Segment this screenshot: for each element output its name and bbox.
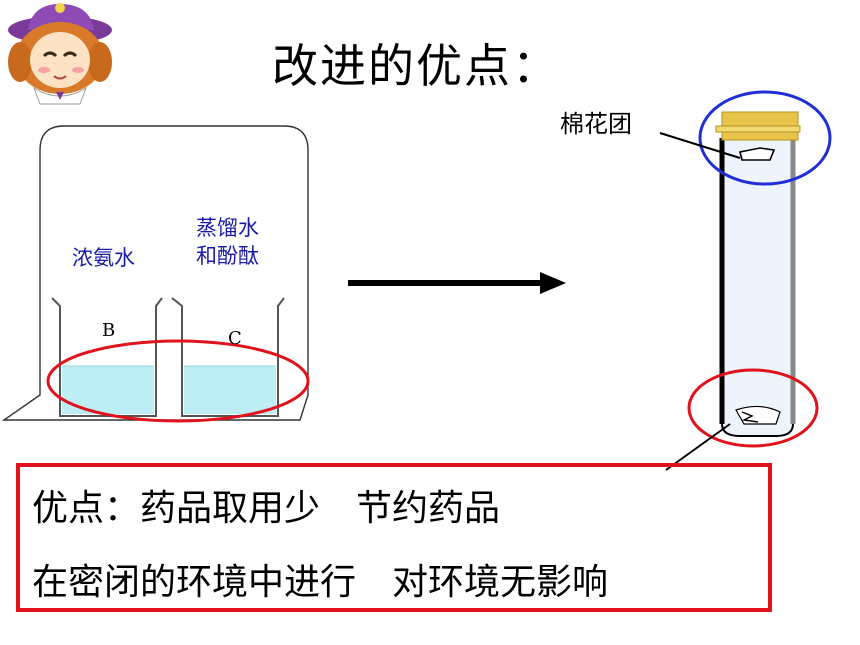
page-title: 改进的优点： (272, 39, 560, 93)
water-phenol-label-line2: 和酚酞 (196, 244, 259, 268)
ammonia-label: 浓氨水 (72, 246, 135, 270)
beaker-c-label: C (228, 328, 242, 349)
blue-highlight-ellipse (698, 90, 832, 186)
cotton-label: 棉花团 (560, 110, 632, 138)
cotton-pointer-line (659, 132, 741, 159)
bottom-liquid (735, 405, 781, 425)
beaker-c (171, 297, 285, 417)
test-tube (715, 111, 801, 437)
red-bottom-ellipse (687, 368, 819, 448)
water-phenol-label: 蒸馏水 和酚酞 (196, 214, 259, 270)
advantage-line-1: 优点：药品取用少 节约药品 (32, 488, 501, 529)
advantages-box: 优点：药品取用少 节约药品 在密闭的环境中进行 对环境无影响 (16, 463, 772, 612)
bottom-pointer-line (665, 423, 731, 471)
water-phenol-label-line1: 蒸馏水 (196, 216, 259, 240)
bell-jar (1, 125, 309, 421)
advantage-line-2: 在密闭的环境中进行 对环境无影响 (32, 562, 609, 603)
red-highlight-ellipse (46, 339, 310, 423)
beaker-b-label: B (102, 320, 116, 341)
mascot-girl-icon (8, 3, 112, 105)
beaker-b (51, 297, 163, 417)
arrow-head-icon (540, 272, 566, 294)
cotton-ball (739, 147, 776, 161)
